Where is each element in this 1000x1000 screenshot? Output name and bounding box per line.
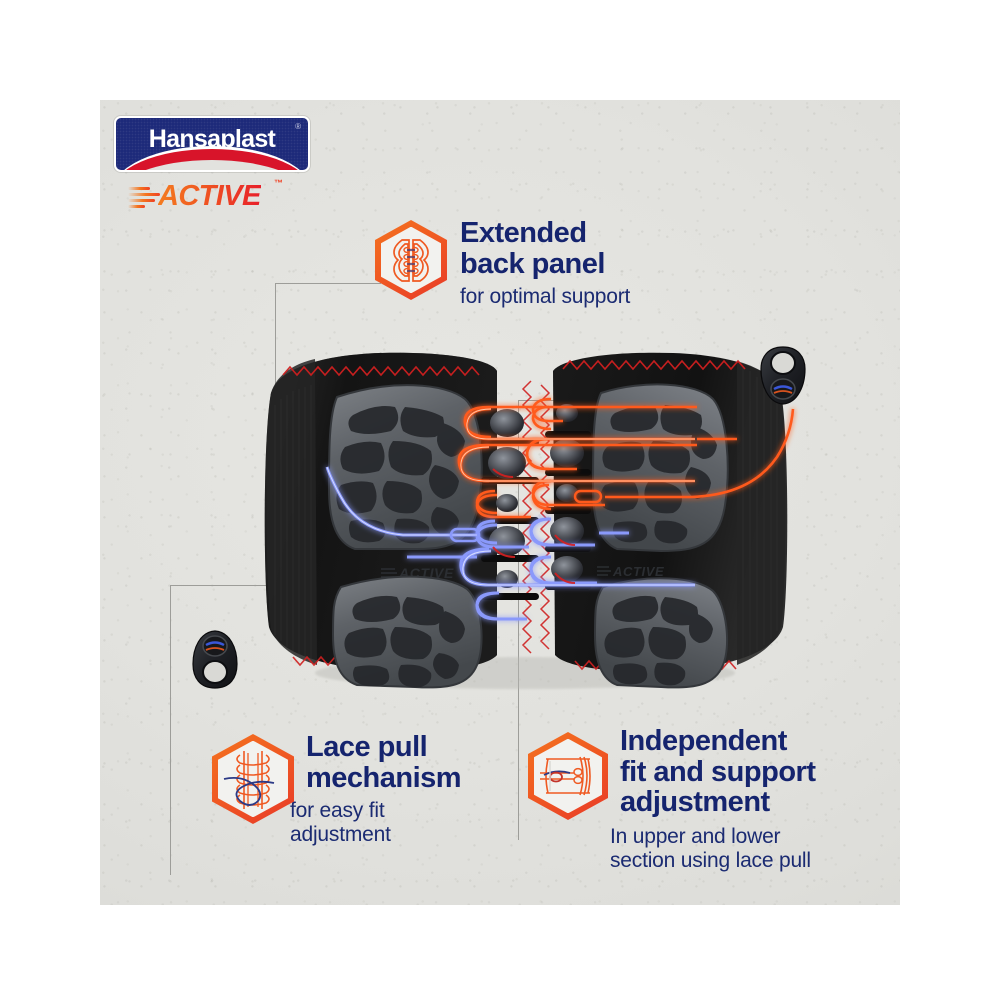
pull-tab-right xyxy=(758,345,808,407)
callout-title-line3: adjustment xyxy=(620,786,770,819)
pull-tab-dial xyxy=(770,378,796,400)
callout-subtitle-line1: In upper and lower xyxy=(610,825,781,849)
callout-title-line1: Independent xyxy=(620,725,787,757)
leader-line-extended-h xyxy=(275,283,381,284)
callout-title-line2: mechanism xyxy=(306,761,462,794)
product-image-back-brace: ACTIVE xyxy=(245,335,805,695)
upper-lace-highlight xyxy=(460,408,695,482)
left-lower-lattice xyxy=(344,595,465,688)
back-panel-hex-icon xyxy=(375,220,447,300)
callout-title-line1: Extended xyxy=(460,217,587,249)
callout-subtitle-line2: adjustment xyxy=(290,823,391,847)
content-panel: Hansaplast ® ACTIVE ™ xyxy=(100,100,900,905)
lace-pull-hex-icon xyxy=(212,734,294,824)
left-elastic-ribbing xyxy=(274,385,312,661)
right-lower-lattice xyxy=(604,595,713,686)
callout-title: Extended back panel xyxy=(460,218,685,279)
svg-text:ACTIVE: ACTIVE xyxy=(612,564,664,579)
callout-independent-fit-support[interactable]: Independent fit and support adjustment I… xyxy=(528,726,888,873)
registered-mark: ® xyxy=(295,122,301,131)
callout-extended-back-panel[interactable]: Extended back panel for optimal support xyxy=(375,218,685,309)
callout-title-line2: back panel xyxy=(460,247,605,280)
right-pad-active-mark: ACTIVE xyxy=(597,564,664,579)
callout-subtitle-line1: for easy fit xyxy=(290,799,385,823)
lower-lace-clamp xyxy=(449,527,481,543)
speed-lines-icon xyxy=(128,186,162,208)
callout-title-line2: fit and support xyxy=(620,755,816,788)
trademark-mark: ™ xyxy=(274,178,283,188)
back-brace-svg: ACTIVE xyxy=(264,352,795,689)
pull-tab-left xyxy=(190,628,240,690)
leader-line-lacepull-v xyxy=(170,585,171,875)
hansaplast-logo: Hansaplast ® xyxy=(114,116,310,172)
callout-lace-pull-mechanism[interactable]: Lace pull mechanism for easy fit adjustm… xyxy=(212,732,502,847)
left-top-stitch xyxy=(282,365,480,377)
callout-subtitle: In upper and lower section using lace pu… xyxy=(610,825,888,872)
leader-line-extended-v xyxy=(275,283,276,438)
brand-lockup: Hansaplast ® xyxy=(114,116,324,172)
logo-swoosh-cap xyxy=(116,160,308,170)
independent-adjust-hex-icon xyxy=(528,732,608,820)
pull-tab-finger-hole xyxy=(202,660,228,684)
callout-subtitle-line1: for optimal support xyxy=(460,285,631,309)
right-top-stitch xyxy=(562,359,746,371)
active-wordmark: ACTIVE xyxy=(158,180,261,212)
lower-lace-highlight xyxy=(326,466,695,586)
right-upper-lattice xyxy=(600,405,717,544)
right-elastic-ribbing xyxy=(742,367,778,661)
active-sub-brand-logo: ACTIVE ™ xyxy=(128,178,298,214)
upper-lace-clamp xyxy=(573,489,603,504)
callout-subtitle: for optimal support xyxy=(460,285,685,309)
left-upper-lattice xyxy=(336,406,465,544)
callout-title: Lace pull mechanism xyxy=(306,732,502,793)
callout-subtitle: for easy fit adjustment xyxy=(290,799,502,846)
callout-title-line1: Lace pull xyxy=(306,731,428,763)
eyelet-red-accents xyxy=(492,468,576,584)
callout-title: Independent fit and support adjustment xyxy=(620,726,888,818)
callout-subtitle-line2: section using lace pull xyxy=(610,848,811,872)
pull-tab-dial xyxy=(202,635,228,657)
pull-tab-finger-hole xyxy=(770,351,796,375)
